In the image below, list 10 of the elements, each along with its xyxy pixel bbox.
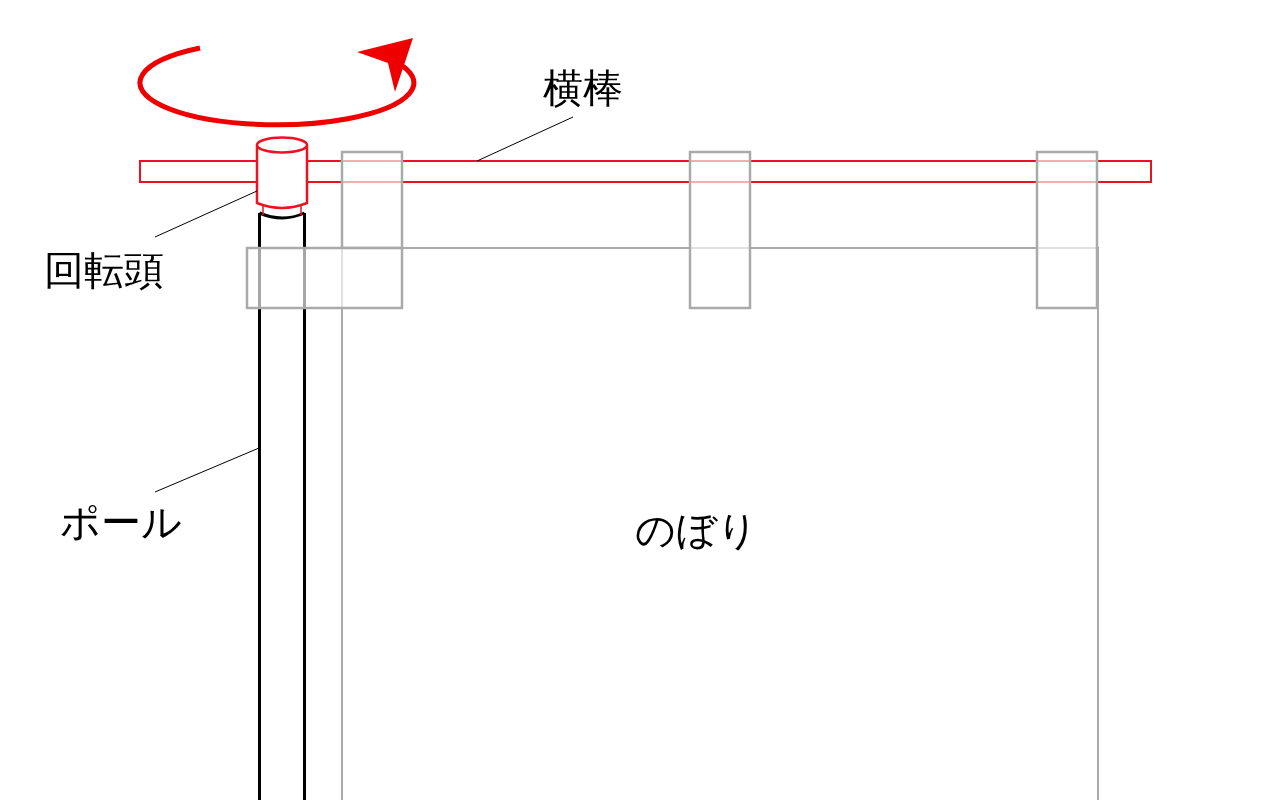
pole	[257, 205, 308, 800]
leader-line	[154, 190, 258, 238]
part-label: 回転頭	[44, 246, 182, 294]
banner	[341, 247, 1099, 800]
banner-label: のぼり	[635, 506, 758, 554]
cross-bar	[139, 160, 1152, 183]
part-label: ポール	[60, 498, 198, 546]
part-label: 横棒	[543, 64, 639, 112]
leader-line	[154, 447, 260, 493]
leader-line	[476, 116, 574, 162]
